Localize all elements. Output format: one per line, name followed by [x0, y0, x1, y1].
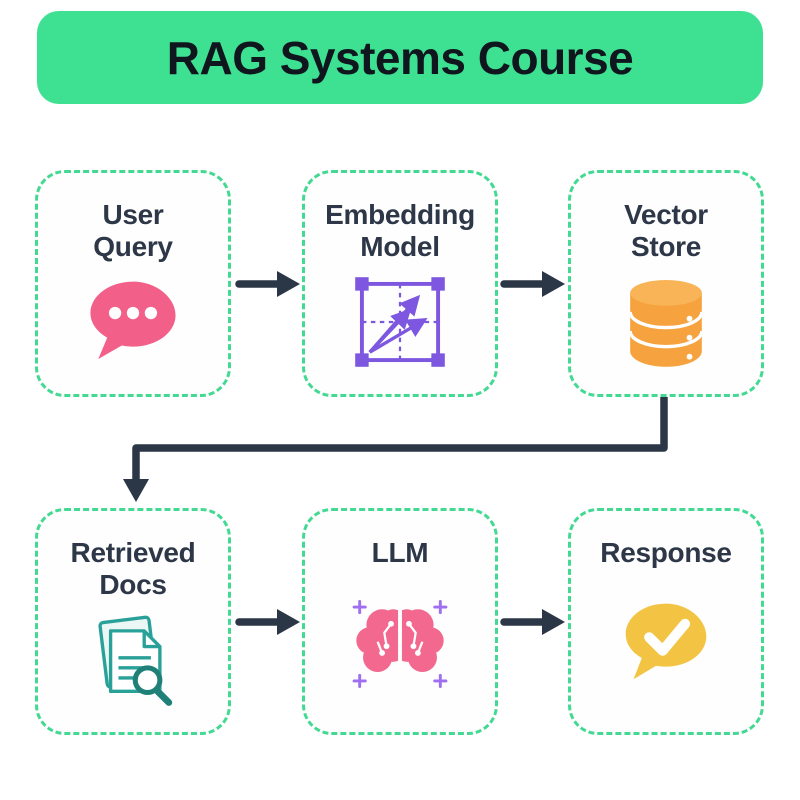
node-vector-store: Vector Store	[568, 170, 764, 397]
node-label: Embedding Model	[325, 199, 475, 262]
documents-search-icon	[74, 601, 192, 732]
arrow-docs-to-llm	[235, 609, 300, 635]
vector-grid-icon	[341, 263, 459, 394]
database-icon	[607, 263, 725, 394]
title-banner: RAG Systems Course	[37, 11, 763, 104]
node-embedding-model: Embedding Model	[302, 170, 498, 397]
brain-circuit-icon	[341, 569, 459, 732]
arrow-vectorstore-to-retrieveddocs	[123, 393, 668, 502]
node-label: Vector Store	[624, 199, 708, 262]
check-bubble-icon	[607, 569, 725, 732]
node-label: Response	[600, 537, 732, 568]
page-title: RAG Systems Course	[166, 31, 634, 84]
arrow-llm-to-response	[500, 609, 565, 635]
node-label: User Query	[93, 199, 173, 262]
arrow-query-to-embedding	[235, 271, 300, 297]
node-label: Retrieved Docs	[70, 537, 196, 600]
node-llm: LLM	[302, 508, 498, 735]
node-retrieved-docs: Retrieved Docs	[35, 508, 231, 735]
chat-bubble-icon	[74, 263, 192, 394]
node-label: LLM	[371, 537, 429, 568]
node-response: Response	[568, 508, 764, 735]
arrow-embedding-to-vectorstore	[500, 271, 565, 297]
node-user-query: User Query	[35, 170, 231, 397]
